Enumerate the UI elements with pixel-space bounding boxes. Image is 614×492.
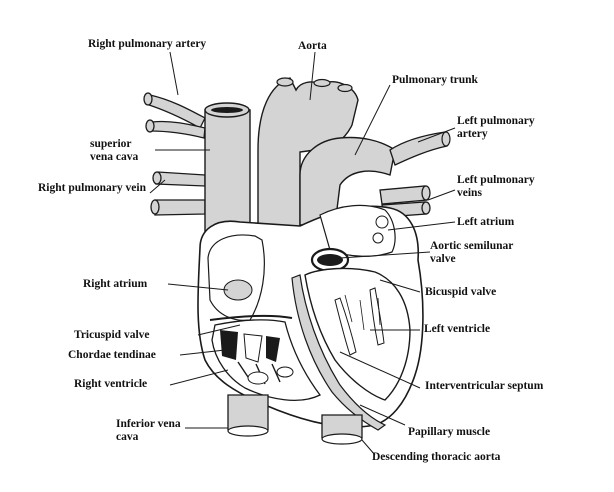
label-bicuspid-valve: Bicuspid valve (425, 286, 497, 298)
leader-lines (149, 51, 456, 456)
right-pulmonary-vein-shape (150, 171, 206, 216)
left-atrium-shape (319, 204, 396, 257)
right-pulmonary-artery-shape (143, 92, 206, 139)
label-pulmonary-trunk: Pulmonary trunk (392, 74, 478, 86)
right-atrium-shape (207, 234, 265, 321)
label-right-pulmonary-artery: Right pulmonary artery (88, 38, 207, 50)
label-left-ventricle: Left ventricle (424, 323, 491, 335)
label-papillary-muscle: Papillary muscle (408, 426, 491, 438)
label-inferior-vena-cava: Inferior vena cava (116, 418, 181, 443)
label-descending-thoracic-aorta: Descending thoracic aorta (372, 451, 501, 463)
left-pulmonary-artery-shape (389, 131, 448, 166)
label-right-ventricle: Right ventricle (74, 378, 148, 390)
label-tricuspid-valve: Tricuspid valve (74, 329, 150, 341)
label-left-pulmonary-veins: Left pulmonary veins (457, 174, 535, 199)
label-left-pulmonary-artery: Left pulmonary artery (457, 115, 535, 140)
label-aortic-semilunar-valve: Aortic semilunar valve (430, 240, 514, 265)
right-ventricle-shape (211, 319, 321, 401)
label-superior-vena-cava: superior vena cava (90, 138, 139, 163)
label-left-atrium: Left atrium (457, 216, 515, 228)
label-chordae-tendinae: Chordae tendinae (68, 349, 156, 361)
label-aorta: Aorta (298, 40, 327, 52)
pulmonary-trunk-shape (299, 136, 396, 226)
chordae-shape (220, 330, 294, 385)
label-right-pulmonary-vein: Right pulmonary vein (38, 182, 146, 194)
label-right-atrium: Right atrium (83, 278, 148, 290)
label-interventricular-septum: Interventricular septum (425, 380, 544, 392)
interventricular-septum-shape (291, 274, 387, 431)
left-ventricle-shape (304, 267, 411, 401)
